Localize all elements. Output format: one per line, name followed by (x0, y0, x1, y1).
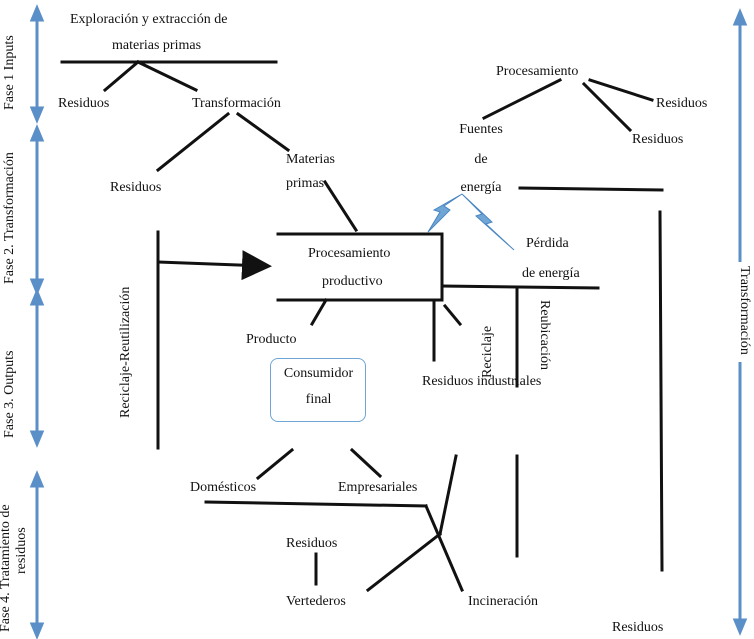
phase3-label: Fase 3. Outputs (2, 350, 17, 439)
phase1-label: Fase 1 Inputs (2, 35, 17, 110)
energy-bolt-right (461, 193, 515, 251)
phase4-label-line2: residuos (14, 527, 29, 574)
fuentes-label-line3: energía (460, 180, 502, 195)
fuentes-label-line2: de (474, 152, 488, 167)
domesticos-label: Domésticos (190, 480, 257, 495)
right-transformation-label: Transformación (737, 266, 752, 355)
extraction-label-line2: materias primas (112, 38, 202, 53)
residuos-label-3: Residuos (656, 96, 708, 111)
fuentes-label-line1: Fuentes (459, 122, 503, 137)
perdida-label-line1: Pérdida (526, 236, 569, 251)
residuos-label-4: Residuos (632, 132, 684, 147)
producto-label: Producto (246, 332, 297, 347)
proceso-productivo-line1: Procesamiento (308, 246, 391, 261)
vertederos-label: Vertederos (286, 594, 346, 609)
incineracion-label: Incineración (468, 594, 538, 609)
energy-bolts (427, 193, 515, 251)
materias-label-line2: primas (286, 176, 325, 191)
reciclaje-reutilizacion-label: Reciclaje-Reutilización (118, 286, 133, 418)
transformacion-label: Transformación (192, 96, 281, 111)
residuos-label-2: Residuos (110, 180, 162, 195)
reubicacion-label: Reubicación (537, 300, 552, 370)
proceso-productivo-line2: productivo (322, 274, 383, 289)
residuos-industriales-label: Residuos industriales (422, 374, 542, 389)
residuos-label-6: Residuos (612, 620, 664, 635)
phase-arrows (29, 4, 45, 639)
phase2-label: Fase 2. Transformación (2, 152, 17, 284)
reciclaje-label: Reciclaje (480, 325, 495, 378)
materias-label-line1: Materias (286, 152, 335, 167)
energy-bolt-left (427, 193, 463, 233)
residuos-label-5: Residuos (286, 536, 338, 551)
consumer-box (270, 358, 366, 422)
perdida-label-line2: de energía (522, 266, 580, 281)
phase4-label-line1: Fase 4. Tratamiento de (0, 504, 13, 632)
extraction-label-line1: Exploración y extracción de (70, 12, 228, 27)
procesamiento-top-label: Procesamiento (496, 64, 579, 79)
connector-lines (60, 59, 664, 593)
empresariales-label: Empresariales (338, 480, 418, 495)
consumidor-label-line1: Consumidor (283, 366, 354, 381)
residuos-label-1: Residuos (58, 96, 110, 111)
right-transform-arrow (732, 8, 748, 636)
consumidor-label-line2: final (305, 392, 332, 407)
recycle-arrow (157, 250, 272, 281)
